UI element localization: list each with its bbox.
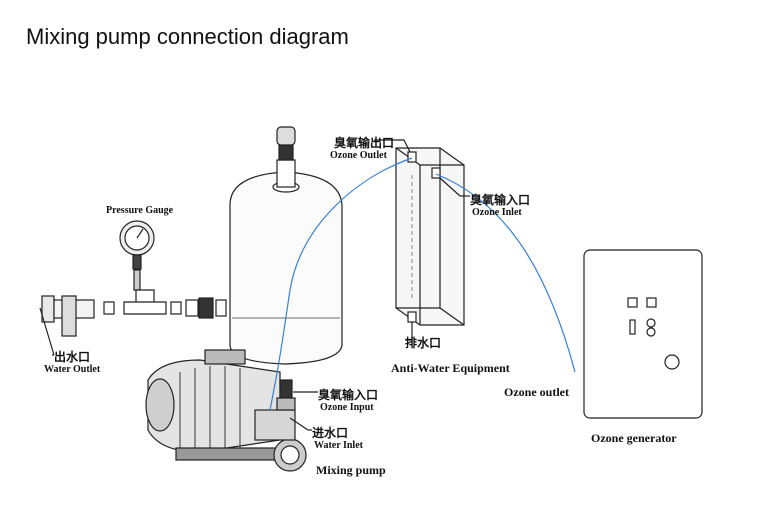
- diagram-title: Mixing pump connection diagram: [26, 24, 349, 49]
- pressure-gauge: [119, 220, 155, 291]
- water-outlet-en-label: Water Outlet: [44, 364, 101, 375]
- anti-water-equipment-label: Anti-Water Equipment: [391, 361, 510, 375]
- ozone-inlet-en-label: Ozone Inlet: [472, 207, 522, 218]
- water-inlet-en-label: Water Inlet: [314, 440, 363, 451]
- ozone-inlet-cn-label: 臭氧输入口: [470, 193, 531, 207]
- water-inlet-cn-label: 进水口: [312, 426, 349, 440]
- ozone-tube-tank-to-pump: [269, 157, 413, 411]
- water-outlet-cn-label: 出水口: [54, 350, 91, 364]
- ozone-generator-label: Ozone generator: [591, 431, 677, 445]
- pressure-tank: [229, 126, 343, 365]
- drain-cn-label: 排水口: [405, 336, 442, 350]
- anti-water-equipment: [395, 147, 465, 326]
- ozone-outlet-en-label: Ozone Outlet: [330, 150, 387, 161]
- pipe-fittings: [41, 289, 227, 337]
- mixing-pump: [145, 349, 307, 472]
- ozone-tube-equipment-to-generator: [435, 173, 576, 373]
- pump-ozone-input-en-label: Ozone Input: [320, 402, 374, 413]
- ozone-outlet-cn-label: 臭氧输出口: [334, 136, 395, 150]
- ozone-outlet-label: Ozone outlet: [504, 385, 569, 399]
- pressure-gauge-label: Pressure Gauge: [106, 205, 174, 216]
- pump-ozone-input-cn-label: 臭氧输入口: [318, 388, 379, 402]
- ozone-generator: [583, 249, 703, 419]
- mixing-pump-label: Mixing pump: [316, 463, 386, 477]
